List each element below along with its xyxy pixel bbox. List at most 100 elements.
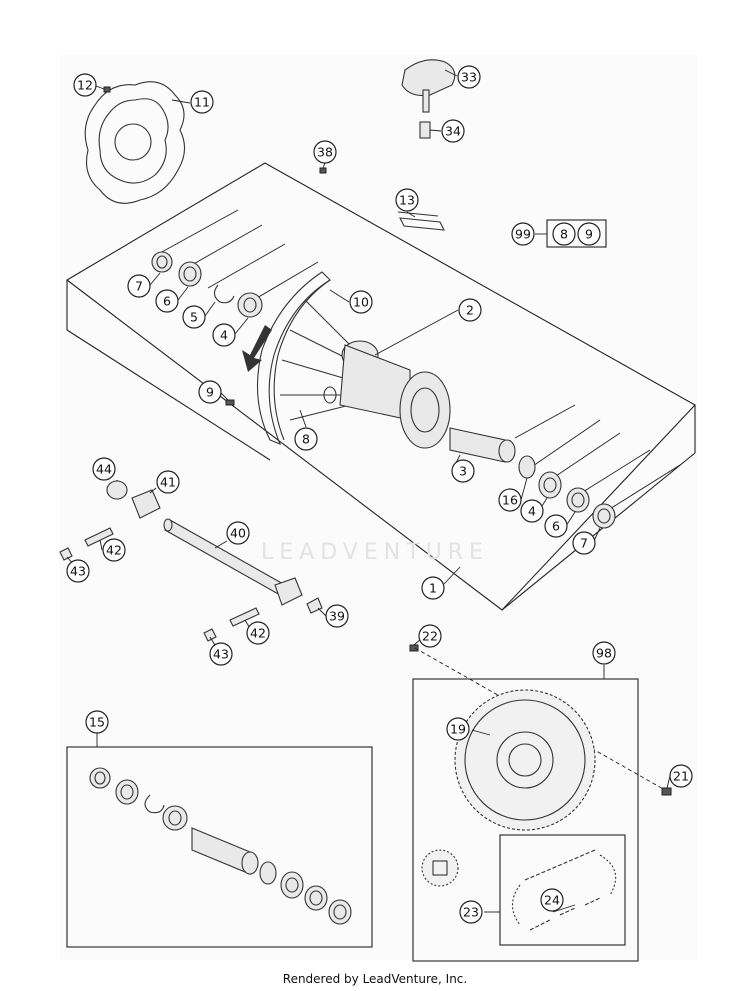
svg-text:3: 3 (459, 464, 467, 479)
callout-33: 33 (457, 65, 481, 89)
svg-text:11: 11 (194, 95, 210, 110)
pin-sleeve (419, 121, 431, 139)
callout-7-left: 7 (127, 274, 151, 298)
svg-text:44: 44 (96, 462, 112, 477)
svg-text:34: 34 (445, 124, 461, 139)
front-sprocket (421, 849, 459, 887)
svg-text:22: 22 (422, 629, 438, 644)
chain-box (499, 834, 626, 946)
drive-kit-box (412, 678, 639, 962)
sprocket-nut (661, 787, 672, 796)
kit-99-item-8: 8 (552, 222, 576, 246)
svg-text:8: 8 (302, 432, 310, 447)
callout-12: 12 (73, 73, 97, 97)
bearing-kit-parts (89, 767, 352, 925)
chain-adjuster (131, 489, 161, 519)
svg-text:7: 7 (135, 279, 143, 294)
wheel-hub (323, 340, 451, 449)
callout-11: 11 (190, 90, 214, 114)
svg-text:43: 43 (70, 564, 86, 579)
callout-39: 39 (325, 604, 349, 628)
svg-text:99: 99 (515, 227, 531, 242)
disc-screw (103, 86, 111, 93)
svg-text:42: 42 (106, 543, 122, 558)
callout-42-left: 42 (102, 538, 126, 562)
right-bearing-stack (518, 455, 616, 529)
right-bearing-guides (514, 404, 681, 513)
svg-text:21: 21 (673, 769, 689, 784)
callout-44: 44 (92, 457, 116, 481)
callout-23: 23 (459, 900, 483, 924)
svg-text:39: 39 (329, 609, 345, 624)
spacer (449, 427, 516, 463)
adjuster-bolt-right (229, 607, 260, 627)
svg-text:8: 8 (560, 227, 568, 242)
svg-text:2: 2 (466, 303, 474, 318)
callout-99: 99 (511, 222, 535, 246)
callout-13: 13 (395, 188, 419, 212)
adjuster-bolt-left (84, 527, 114, 547)
callout-16: 16 (498, 488, 522, 512)
svg-text:7: 7 (580, 536, 588, 551)
svg-text:12: 12 (77, 78, 93, 93)
svg-text:23: 23 (463, 905, 479, 920)
svg-text:10: 10 (353, 295, 369, 310)
svg-text:41: 41 (160, 475, 176, 490)
svg-text:6: 6 (552, 519, 560, 534)
svg-text:9: 9 (585, 227, 593, 242)
svg-text:42: 42 (250, 626, 266, 641)
adjuster-nut-right (203, 628, 217, 642)
axle-clamp (274, 577, 303, 606)
callout-40: 40 (226, 521, 250, 545)
kit-99-box (546, 219, 607, 248)
callout-38: 38 (313, 140, 337, 164)
adjuster-nut-left (59, 547, 73, 561)
callout-21: 21 (669, 764, 693, 788)
callout-4-left: 4 (212, 323, 236, 347)
brake-disc (84, 81, 186, 204)
svg-text:24: 24 (544, 893, 560, 908)
callout-3: 3 (451, 459, 475, 483)
callout-42-right: 42 (246, 621, 270, 645)
callout-7-right: 7 (572, 531, 596, 555)
callout-1: 1 (421, 576, 445, 600)
bearing-kit-box (66, 746, 373, 948)
svg-text:33: 33 (461, 70, 477, 85)
kit-99-item-9: 9 (577, 222, 601, 246)
svg-text:5: 5 (190, 310, 198, 325)
left-bearing-stack (151, 251, 263, 318)
svg-text:13: 13 (399, 193, 415, 208)
small-nipple (319, 167, 327, 174)
callout-19: 19 (446, 717, 470, 741)
callout-98: 98 (592, 641, 616, 665)
svg-text:9: 9 (206, 385, 214, 400)
axle-nut (106, 480, 128, 500)
svg-text:19: 19 (450, 722, 466, 737)
callout-43-left: 43 (66, 559, 90, 583)
svg-text:16: 16 (502, 493, 518, 508)
callout-2: 2 (458, 298, 482, 322)
rotation-arrow (242, 325, 272, 372)
svg-text:1: 1 (429, 581, 437, 596)
svg-text:38: 38 (317, 145, 333, 160)
callout-9: 9 (198, 380, 222, 404)
callout-6-right: 6 (544, 514, 568, 538)
svg-text:15: 15 (89, 715, 105, 730)
callout-8: 8 (294, 427, 318, 451)
svg-text:6: 6 (163, 294, 171, 309)
callout-15: 15 (85, 710, 109, 734)
wheel-rim (256, 271, 356, 445)
rim-lock-screw (225, 399, 235, 406)
callout-24: 24 (540, 888, 564, 912)
callout-4-right: 4 (520, 499, 544, 523)
callout-5: 5 (182, 305, 206, 329)
sprocket-screw (409, 644, 419, 652)
callout-34: 34 (441, 119, 465, 143)
callout-43-right: 43 (209, 642, 233, 666)
callout-6-left: 6 (155, 289, 179, 313)
callout-22: 22 (418, 624, 442, 648)
rear-sprocket (454, 689, 596, 831)
callout-41: 41 (156, 470, 180, 494)
svg-text:4: 4 (220, 328, 228, 343)
